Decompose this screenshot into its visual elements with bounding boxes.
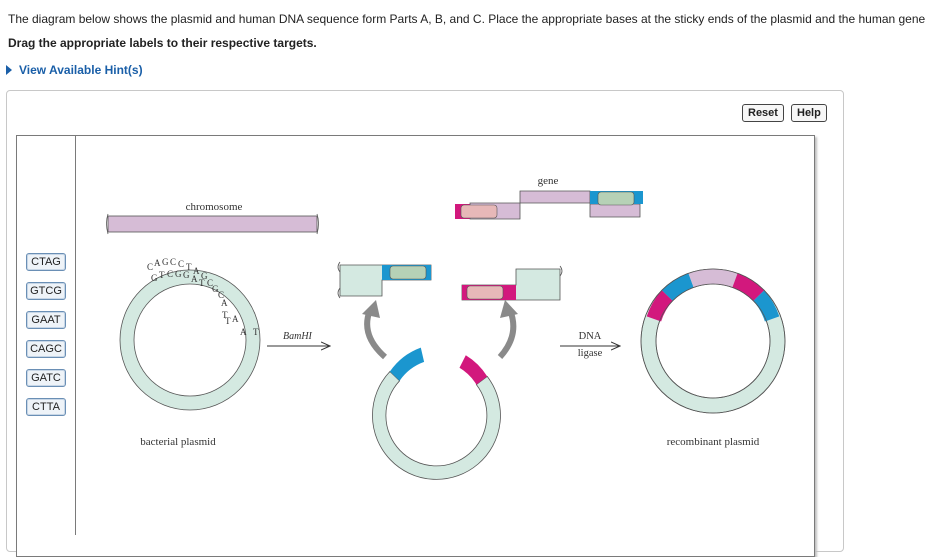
recombinant-plasmid-label: recombinant plasmid <box>667 436 760 448</box>
svg-text:C: C <box>207 278 213 288</box>
recombinant-plasmid <box>640 268 786 414</box>
human-gene-segment <box>455 190 643 220</box>
label-tile[interactable]: CTTA <box>26 398 66 416</box>
svg-text:A: A <box>240 327 247 337</box>
drag-instruction: Drag the appropriate labels to their res… <box>8 36 317 50</box>
view-hints-label: View Available Hint(s) <box>19 63 143 77</box>
svg-text:G: G <box>162 257 169 267</box>
svg-text:G: G <box>151 273 158 283</box>
svg-text:T: T <box>225 316 231 326</box>
svg-text:T: T <box>199 278 205 288</box>
expand-triangle-icon <box>6 65 12 75</box>
label-tile[interactable]: GATC <box>26 369 66 387</box>
bamhi-label: BamHI <box>283 331 313 342</box>
svg-text:T: T <box>186 262 192 272</box>
ligase-label: ligase <box>578 348 603 359</box>
svg-text:G: G <box>212 284 219 294</box>
svg-text:C: C <box>178 259 184 269</box>
view-hints-link[interactable]: View Available Hint(s) <box>6 63 143 77</box>
instruction-text: The diagram below shows the plasmid and … <box>8 12 926 26</box>
plasmid-fragment-left <box>337 261 432 299</box>
label-tile[interactable]: GTCG <box>26 282 66 300</box>
svg-text:T: T <box>222 310 228 320</box>
chromosome <box>106 213 319 235</box>
reset-button[interactable]: Reset <box>742 104 784 122</box>
bacterial-plasmid-label: bacterial plasmid <box>140 436 216 448</box>
svg-text:A: A <box>191 274 198 284</box>
gene-label: gene <box>538 175 559 187</box>
label-bank-divider <box>75 135 76 535</box>
svg-text:A: A <box>221 298 228 308</box>
svg-text:A: A <box>232 314 239 324</box>
svg-text:T: T <box>253 327 259 337</box>
svg-text:C: C <box>147 262 153 272</box>
bacterial-plasmid <box>119 269 261 411</box>
label-tile[interactable]: CAGC <box>26 340 66 358</box>
svg-text:C: C <box>167 269 173 279</box>
chromosome-label: chromosome <box>186 201 243 213</box>
plasmid-fragment-right <box>461 265 563 301</box>
svg-text:C: C <box>170 257 176 267</box>
svg-text:G: G <box>183 270 190 280</box>
separation-arrows <box>362 300 518 360</box>
svg-text:C: C <box>218 290 224 300</box>
help-button[interactable]: Help <box>791 104 827 122</box>
svg-text:G: G <box>175 269 182 279</box>
opened-plasmid <box>372 347 501 480</box>
svg-text:T: T <box>159 270 165 280</box>
svg-text:A: A <box>154 258 161 268</box>
label-tile[interactable]: CTAG <box>26 253 66 271</box>
dna-label: DNA <box>579 331 602 342</box>
label-tile[interactable]: GAAT <box>26 311 66 329</box>
svg-text:G: G <box>201 271 208 281</box>
svg-text:A: A <box>193 266 200 276</box>
